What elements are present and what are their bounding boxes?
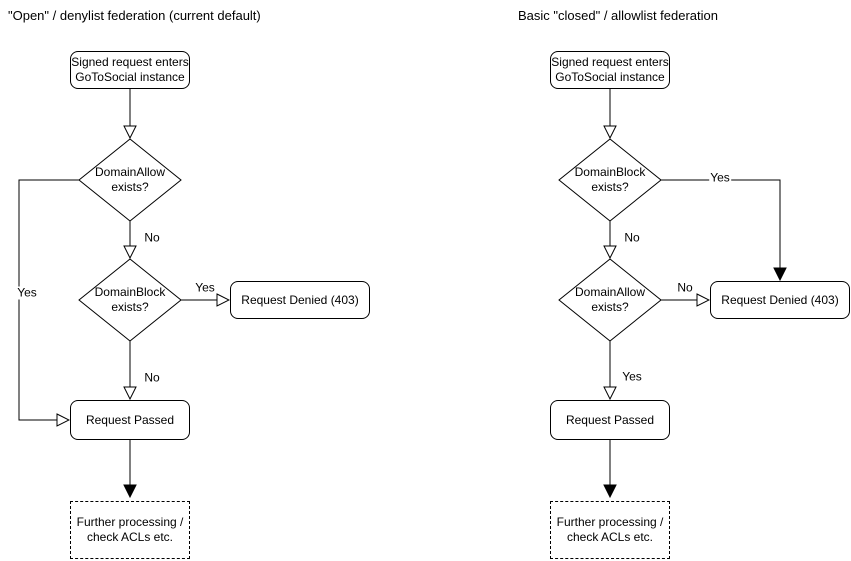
edge-decision1-yes-loop bbox=[18, 179, 79, 420]
request-denied-node: Request Denied (403) bbox=[710, 281, 850, 319]
request-passed-node: Request Passed bbox=[550, 400, 670, 440]
edge-label-no-2: No bbox=[143, 370, 161, 385]
edge-label-no-1: No bbox=[623, 230, 641, 245]
chart-open-denylist: "Open" / denylist federation (current de… bbox=[0, 0, 371, 561]
decision-1-diamond bbox=[558, 138, 662, 222]
request-passed-node: Request Passed bbox=[70, 400, 190, 440]
edge-decision1-yes-to-denied bbox=[661, 179, 780, 280]
edge-label-yes-denied: Yes bbox=[709, 170, 731, 185]
edge-label-yes-denied: Yes bbox=[194, 280, 216, 295]
edge-label-yes-loop: Yes bbox=[16, 285, 38, 300]
edge-label-yes-2: Yes bbox=[621, 369, 643, 384]
start-node: Signed request enters GoToSocial instanc… bbox=[70, 51, 190, 89]
chart-title: "Open" / denylist federation (current de… bbox=[8, 8, 261, 23]
further-processing-node: Further processing / check ACLs etc. bbox=[550, 501, 670, 559]
further-processing-node: Further processing / check ACLs etc. bbox=[70, 501, 190, 559]
decision-1-diamond bbox=[78, 138, 182, 222]
flow-edges-svg bbox=[558, 89, 851, 561]
start-node: Signed request enters GoToSocial instanc… bbox=[550, 51, 670, 89]
chart-title: Basic "closed" / allowlist federation bbox=[518, 8, 718, 23]
request-denied-node: Request Denied (403) bbox=[230, 281, 370, 319]
chart-closed-allowlist: Basic "closed" / allowlist federation Si… bbox=[480, 0, 851, 561]
decision-2-diamond bbox=[558, 258, 662, 342]
edge-label-no-1: No bbox=[143, 230, 161, 245]
edge-label-no-denied: No bbox=[676, 280, 694, 295]
flow-edges-svg bbox=[18, 89, 371, 561]
decision-2-diamond bbox=[78, 258, 182, 342]
